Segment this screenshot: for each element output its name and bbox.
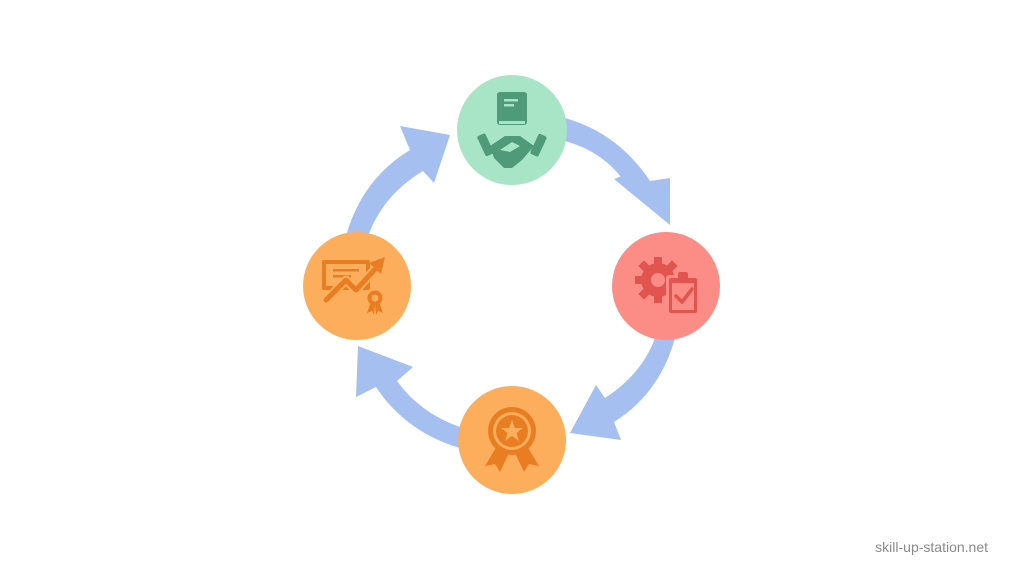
cycle-node-bottom — [458, 386, 566, 494]
award-medal-icon — [485, 407, 539, 472]
cycle-arrows — [346, 118, 675, 448]
gear-clipboard-check-icon — [635, 257, 700, 316]
site-watermark: skill-up-station.net — [875, 539, 988, 555]
cycle-node-left — [303, 232, 411, 340]
certificate-growth-icon — [321, 257, 385, 315]
arrow-bottom-to-left — [356, 346, 460, 448]
arrow-top-to-right — [565, 118, 670, 225]
cycle-node-right — [612, 232, 720, 340]
book-handshake-icon — [477, 92, 547, 168]
arrow-left-to-top — [346, 126, 450, 236]
arrow-right-to-bottom — [570, 338, 675, 440]
cycle-node-top — [457, 75, 567, 185]
